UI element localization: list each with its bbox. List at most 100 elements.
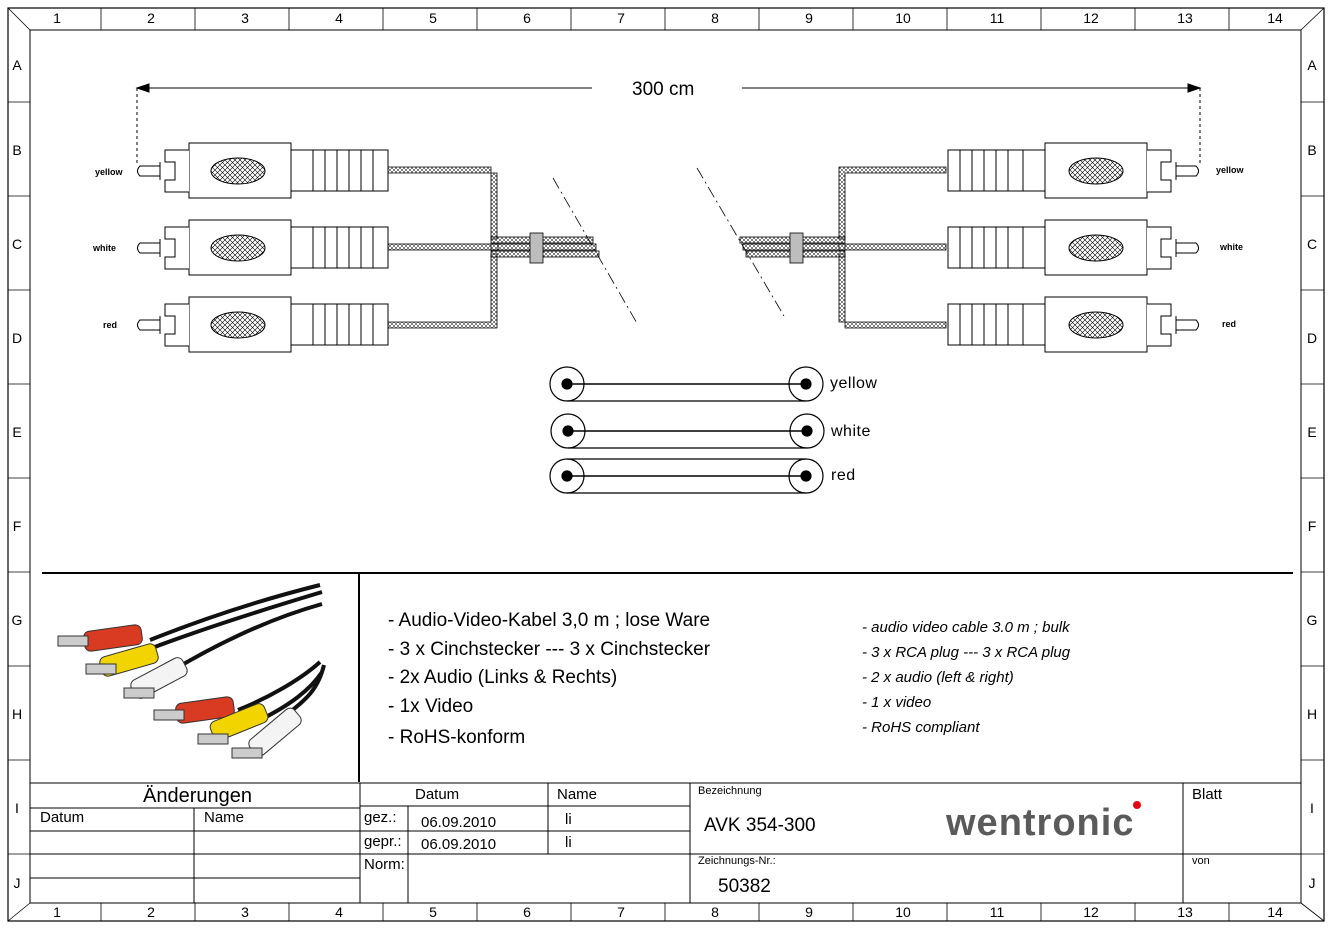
grid-col-bottom-3: 3 <box>241 904 249 920</box>
left-plug-red <box>137 296 389 353</box>
drawn-date: 06.09.2010 <box>421 814 497 831</box>
grid-col-7: 7 <box>617 10 625 26</box>
grid-row-right-B: B <box>1307 142 1317 158</box>
description-en-4: - 1 x video <box>862 694 932 711</box>
grid-col-bottom-8: 8 <box>711 904 719 920</box>
left-plug-yellow <box>137 142 389 199</box>
checked-name: li <box>565 834 572 851</box>
checked-label: gepr.: <box>364 833 402 850</box>
drawing-no-value: 50382 <box>718 876 771 897</box>
norm-label: Norm: <box>364 856 405 873</box>
description-de-4: - 1x Video <box>388 696 474 717</box>
grid-row-right-E: E <box>1307 424 1317 440</box>
grid-row-G: G <box>11 612 23 628</box>
designation-label: Bezeichnung <box>698 785 762 797</box>
left-plug-white <box>137 219 389 276</box>
grid-row-right-J: J <box>1308 875 1316 891</box>
wire-label-yellow: yellow <box>830 375 878 392</box>
grid-col-bottom-5: 5 <box>429 904 437 920</box>
right-cable-bundle <box>696 166 947 329</box>
wire-label-red: red <box>831 467 856 484</box>
grid-col-bottom-12: 12 <box>1083 904 1099 920</box>
wire-red <box>549 458 824 494</box>
grid-col-1: 1 <box>53 10 61 26</box>
grid-col-bottom-1: 1 <box>53 904 61 920</box>
left-cable-bundle <box>387 166 639 329</box>
grid-col-bottom-7: 7 <box>617 904 625 920</box>
grid-row-right-C: C <box>1306 236 1318 252</box>
right-plug-group <box>947 142 1199 353</box>
left-plug-label-red: red <box>103 320 118 330</box>
wire-white <box>550 413 825 449</box>
grid-col-6: 6 <box>523 10 531 26</box>
title-block-frame <box>30 782 1301 903</box>
grid-col-2: 2 <box>147 10 155 26</box>
grid-col-3: 3 <box>241 10 249 26</box>
grid-col-bottom-9: 9 <box>805 904 813 920</box>
description-de-5: - RoHS-konform <box>388 727 526 748</box>
description-de-2: - 3 x Cinchstecker --- 3 x Cinchstecker <box>388 639 711 660</box>
right-plug-yellow <box>947 142 1199 199</box>
wiring-diagram <box>549 366 825 494</box>
grid-col-10: 10 <box>895 10 911 26</box>
grid-col-bottom-13: 13 <box>1177 904 1193 920</box>
grid-col-bottom-2: 2 <box>147 904 155 920</box>
left-plug-group <box>137 142 389 353</box>
grid-row-J: J <box>13 875 21 891</box>
changes-date-label: Datum <box>40 809 85 826</box>
description-en-3: - 2 x audio (left & right) <box>862 669 1014 686</box>
product-photo <box>57 583 326 759</box>
description-en-5: - RoHS compliant <box>862 719 980 736</box>
grid-col-12: 12 <box>1083 10 1099 26</box>
dimension-label: 300 cm <box>632 79 695 100</box>
grid-row-right-A: A <box>1307 57 1317 73</box>
grid-row-right-I: I <box>1310 800 1314 816</box>
grid-col-bottom-10: 10 <box>895 904 911 920</box>
right-plug-red <box>947 296 1199 353</box>
grid-row-E: E <box>12 424 22 440</box>
grid-row-right-G: G <box>1306 612 1318 628</box>
wire-label-white: white <box>831 423 871 440</box>
date-header: Datum <box>415 786 460 803</box>
grid-col-bottom-6: 6 <box>523 904 531 920</box>
drawn-label: gez.: <box>364 809 397 826</box>
left-plug-label-yellow: yellow <box>95 167 123 177</box>
grid-row-right-F: F <box>1307 518 1317 534</box>
description-de-1: - Audio-Video-Kabel 3,0 m ; lose Ware <box>388 610 711 631</box>
grid-row-C: C <box>11 236 23 252</box>
grid-row-I: I <box>15 800 19 816</box>
grid-col-bottom-14: 14 <box>1267 904 1283 920</box>
designation-value: AVK 354-300 <box>704 815 816 836</box>
grid-col-4: 4 <box>335 10 343 26</box>
description-en-1: - audio video cable 3.0 m ; bulk <box>862 619 1070 636</box>
right-plug-label-red: red <box>1222 319 1237 329</box>
logo-dot <box>1133 801 1141 809</box>
changes-header: Änderungen <box>143 785 252 807</box>
grid-col-11: 11 <box>989 10 1005 26</box>
wentronic-logo: wentronic <box>946 802 1135 844</box>
description-en-2: - 3 x RCA plug --- 3 x RCA plug <box>862 644 1071 661</box>
grid-row-F: F <box>12 518 22 534</box>
grid-col-14: 14 <box>1267 10 1283 26</box>
grid-col-bottom-4: 4 <box>335 904 343 920</box>
name-header: Name <box>557 786 598 803</box>
grid-col-9: 9 <box>805 10 813 26</box>
checked-date: 06.09.2010 <box>421 836 497 853</box>
changes-name-label: Name <box>204 809 245 826</box>
right-plug-label-yellow: yellow <box>1216 165 1244 175</box>
grid-row-A: A <box>12 57 22 73</box>
right-plug-label-white: white <box>1220 242 1244 252</box>
wire-yellow <box>549 366 824 402</box>
grid-col-13: 13 <box>1177 10 1193 26</box>
of-label: von <box>1192 855 1210 867</box>
description-de-3: - 2x Audio (Links & Rechts) <box>388 667 618 688</box>
grid-row-right-H: H <box>1306 706 1318 722</box>
grid-row-B: B <box>12 142 22 158</box>
drawn-name: li <box>565 811 572 828</box>
grid-col-8: 8 <box>711 10 719 26</box>
sheet-label: Blatt <box>1192 786 1223 803</box>
drawing-no-label: Zeichnungs-Nr.: <box>698 855 776 867</box>
grid-col-bottom-11: 11 <box>989 904 1005 920</box>
